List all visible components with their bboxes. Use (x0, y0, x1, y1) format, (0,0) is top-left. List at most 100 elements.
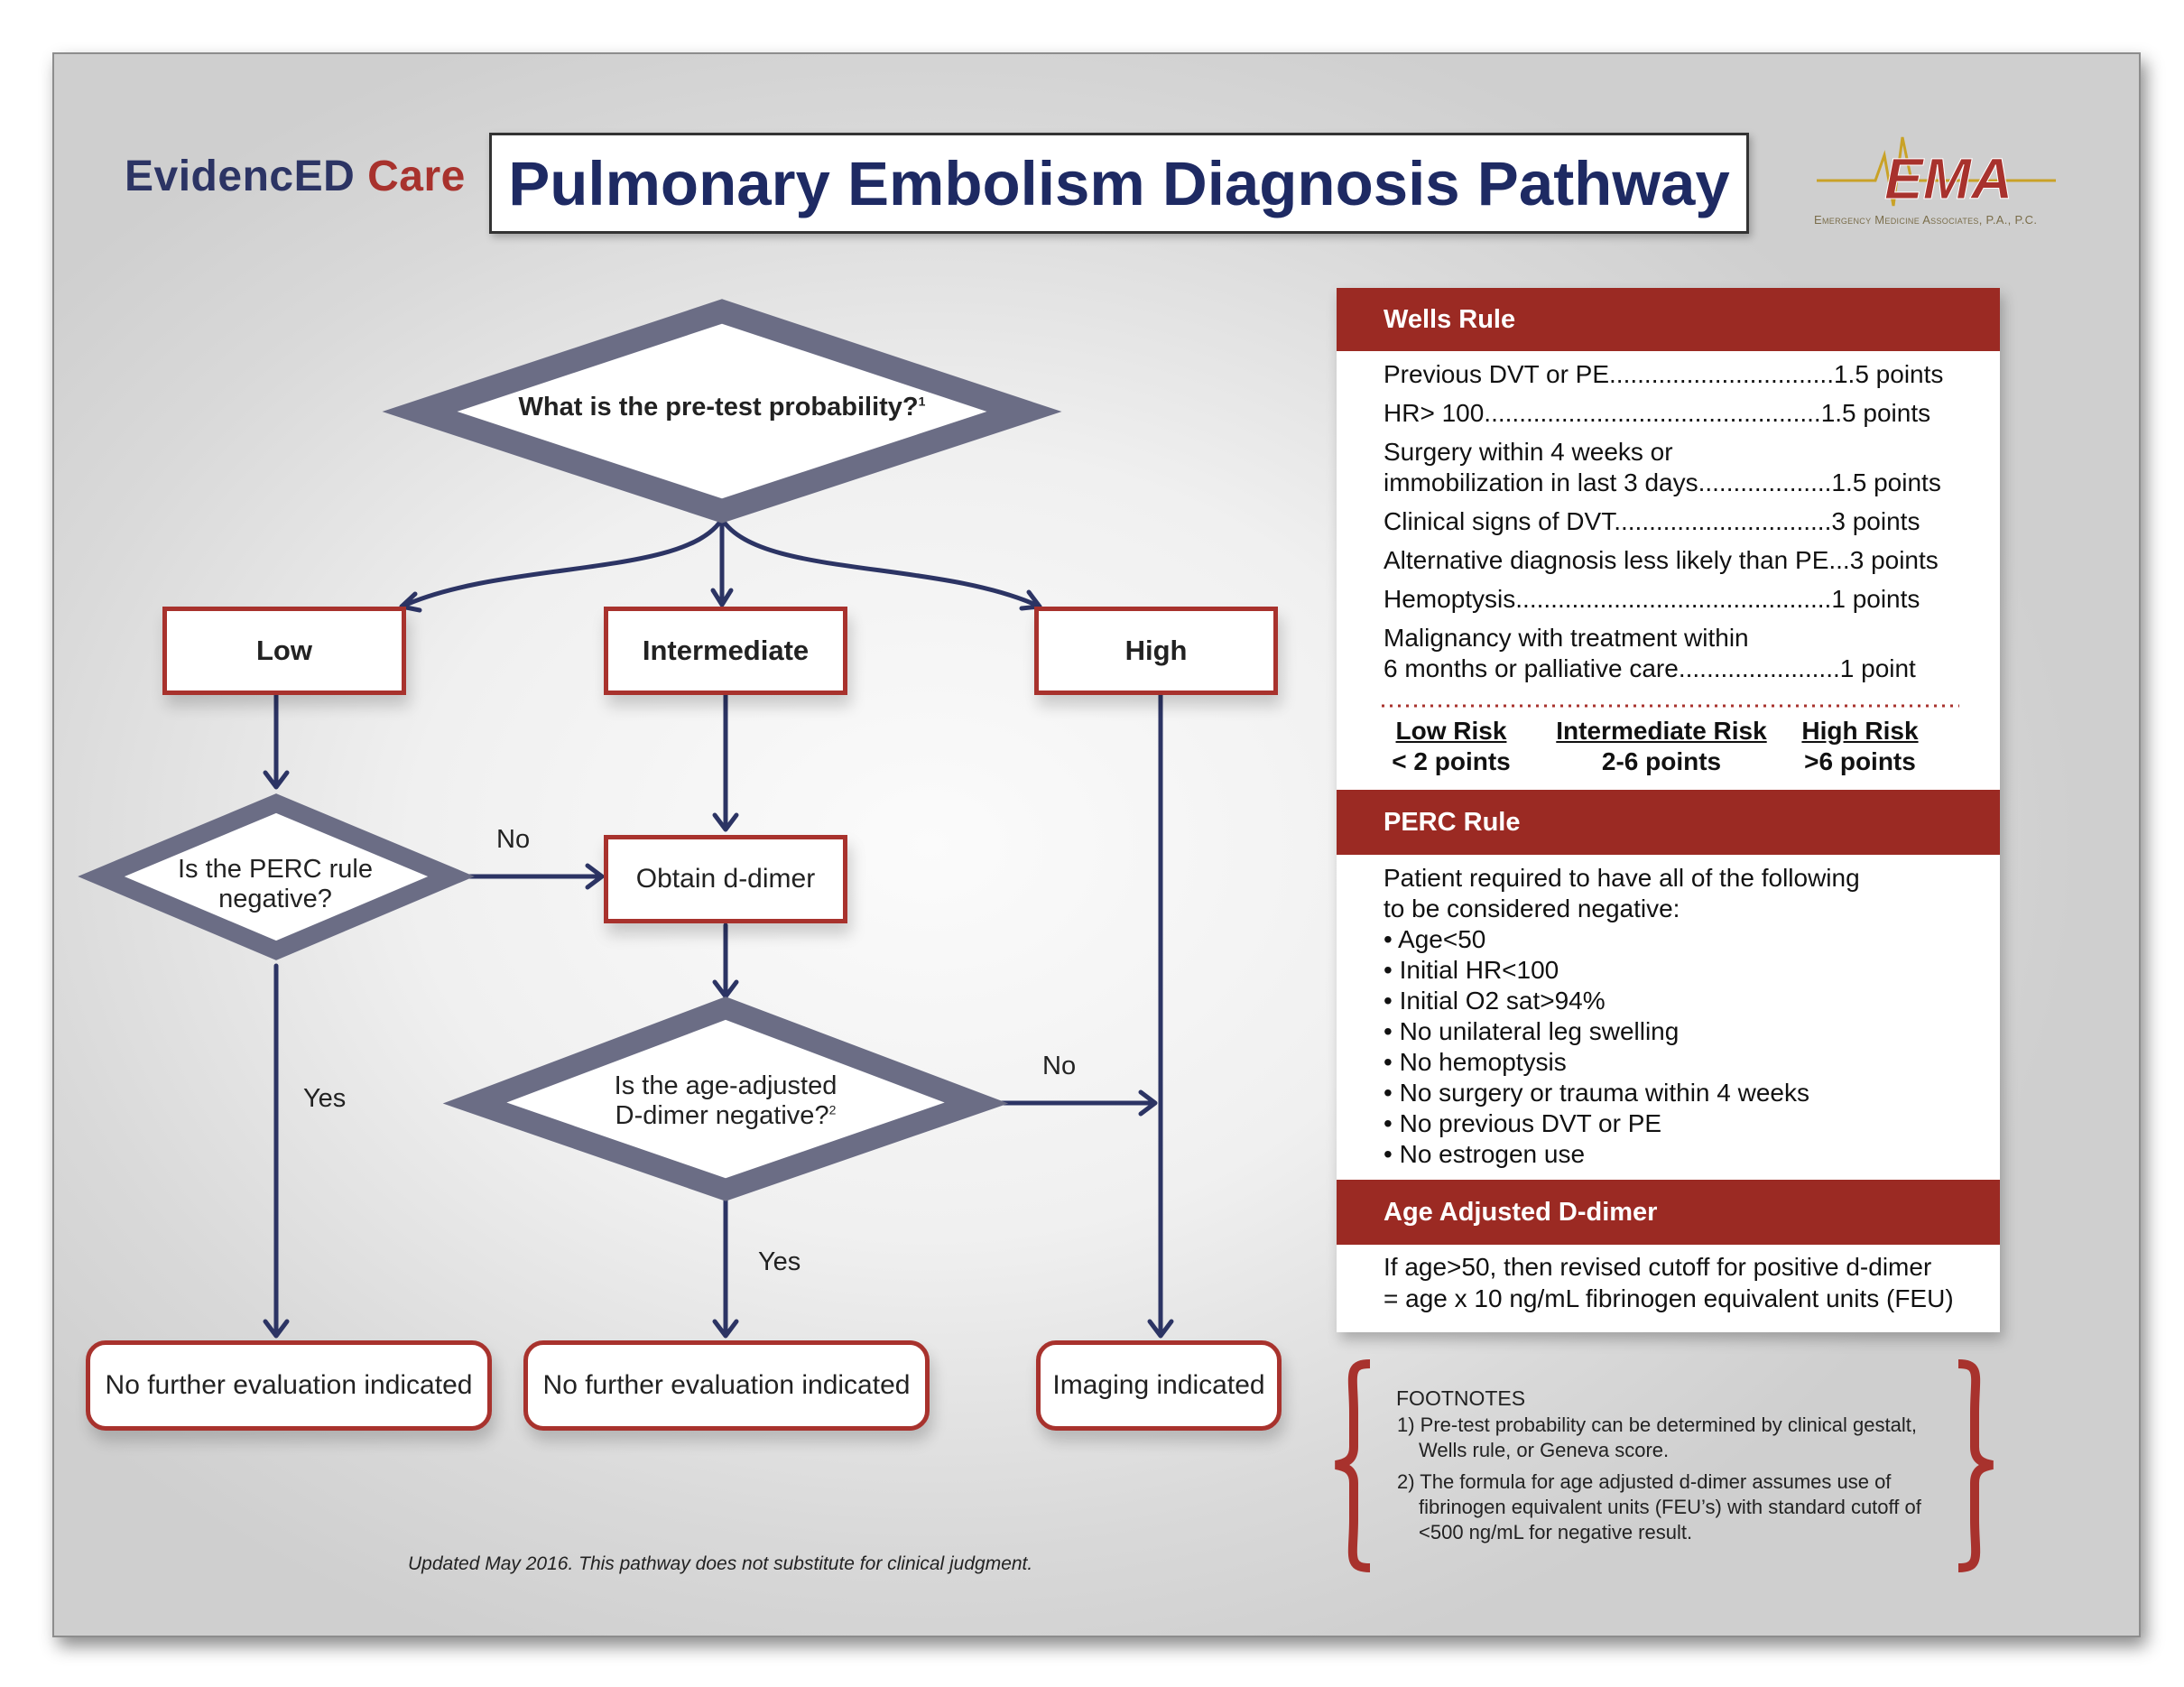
perc-question-line1: Is the PERC rule (178, 855, 373, 884)
perc-criterion: • No previous DVT or PE (1384, 1109, 1661, 1138)
wells-points: 1 point (1839, 654, 1916, 682)
footnote-2-line1: 2) The formula for age adjusted d-dimer … (1397, 1470, 1892, 1493)
age-adjusted-header: Age Adjusted D-dimer (1337, 1180, 2000, 1245)
perc-criterion-text: No surgery or trauma within 4 weeks (1399, 1079, 1809, 1107)
outcome-high: Imaging indicated (1036, 1340, 1282, 1431)
perc-intro-line2: to be considered negative: (1384, 894, 1680, 922)
ema-logo: EMA (1817, 136, 2056, 212)
risk-label: Low Risk (1395, 717, 1507, 745)
wells-leader-dots: ................................ (1609, 360, 1834, 388)
node-intermediate: Intermediate (604, 607, 847, 695)
wells-row: HR> 100.................................… (1384, 399, 1930, 428)
wells-points: 1.5 points (1831, 468, 1941, 496)
bullet-icon: • (1384, 987, 1400, 1015)
arrowhead-outcome-low (263, 1319, 290, 1339)
risk-value: < 2 points (1392, 746, 1511, 775)
disclaimer: Updated May 2016. This pathway does not … (408, 1553, 1033, 1574)
node-obtain-ddimer-label: Obtain d-dimer (635, 864, 816, 894)
arrowhead-obtain-side (585, 863, 605, 890)
ema-subtitle: Emergency Medicine Associates, P.A., P.C… (1814, 213, 2038, 227)
perc-criterion: • No unilateral leg swelling (1384, 1017, 1679, 1046)
wells-leader-dots: ........................................… (1484, 399, 1821, 427)
outcome-low: No further evaluation indicated (86, 1340, 492, 1431)
wells-criterion: Alternative diagnosis less likely than P… (1384, 546, 1829, 574)
bullet-icon: • (1384, 956, 1400, 984)
wells-criterion: Previous DVT or PE (1384, 360, 1610, 388)
age-adjusted-line2: = age x 10 ng/mL fibrinogen equivalent u… (1384, 1284, 1954, 1312)
edge-label-no-ddimer: No (1042, 1052, 1077, 1080)
perc-criterion-text: No hemoptysis (1399, 1048, 1567, 1076)
footnote-1-line1: 1) Pre-test probability can be determine… (1397, 1414, 1917, 1436)
brand-part-1: EvidencED (125, 153, 356, 200)
ddimer-diamond (442, 996, 1009, 1201)
arrowhead-ddimer (712, 979, 739, 999)
perc-question-line2: negative? (218, 884, 332, 913)
perc-criterion-text: Initial O2 sat>94% (1399, 987, 1606, 1015)
reference-panel: Wells Rule Previous DVT or PE...........… (1337, 288, 2000, 1332)
perc-header: PERC Rule (1337, 790, 2000, 855)
wells-leader-dots: ........................................… (1515, 585, 1832, 613)
brand-name: EvidencED Care (125, 152, 466, 201)
wells-criterion: 6 months or palliative care (1384, 654, 1679, 682)
wells-row: 6 months or palliative care.............… (1384, 654, 1916, 683)
ddimer-question-line2: D-dimer negative? (615, 1100, 829, 1130)
wells-row: Surgery within 4 weeks or (1384, 438, 1673, 467)
ema-logo-text: EMA (1884, 146, 2013, 211)
wells-criterion: Clinical signs of DVT (1384, 507, 1615, 535)
outcome-high-label: Imaging indicated (1052, 1370, 1265, 1400)
bullet-icon: • (1384, 1140, 1400, 1168)
perc-criterion-text: Age<50 (1398, 925, 1486, 953)
arrowhead-intermediate (710, 588, 734, 607)
diamonds (78, 299, 1062, 1201)
bullet-icon: • (1384, 1109, 1400, 1137)
outcome-intermediate-label: No further evaluation indicated (542, 1370, 911, 1400)
pretest-diamond (382, 299, 1062, 524)
node-high: High (1034, 607, 1278, 695)
edge-label-yes-ddimer: Yes (758, 1247, 801, 1276)
wells-points: 1 points (1831, 585, 1920, 613)
risk-value: 2-6 points (1601, 746, 1722, 775)
wells-criterion: HR> 100 (1384, 399, 1485, 427)
wells-points: 3 points (1849, 546, 1939, 574)
wells-criterion: Surgery within 4 weeks or (1384, 438, 1673, 466)
bullet-icon: • (1384, 1079, 1400, 1107)
perc-criterion: • No estrogen use (1384, 1140, 1585, 1169)
bullet-icon: • (1384, 1048, 1400, 1076)
perc-criterion: • Age<50 (1384, 925, 1485, 954)
wells-points: 3 points (1831, 507, 1920, 535)
bullet-icon: • (1384, 1017, 1400, 1045)
risk-category: High Risk>6 points (1788, 716, 1932, 776)
edge-to-high (719, 516, 1042, 609)
wells-points: 1.5 points (1820, 399, 1931, 427)
outcome-intermediate: No further evaluation indicated (523, 1340, 930, 1431)
arrowhead-perc (263, 770, 290, 790)
perc-criterion-text: No estrogen use (1399, 1140, 1586, 1168)
edge-to-low (399, 516, 725, 609)
node-intermediate-label: Intermediate (642, 635, 810, 666)
perc-criterion: • No surgery or trauma within 4 weeks (1384, 1079, 1809, 1108)
perc-criterion: • No hemoptysis (1384, 1048, 1567, 1077)
ddimer-question-line1: Is the age-adjusted (614, 1071, 838, 1100)
wells-row: Alternative diagnosis less likely than P… (1384, 546, 1939, 575)
wells-criterion: Malignancy with treatment within (1384, 624, 1749, 652)
risk-category: Low Risk< 2 points (1384, 716, 1519, 776)
perc-criterion-text: No previous DVT or PE (1399, 1109, 1662, 1137)
wells-leader-dots: ....................... (1678, 654, 1840, 682)
footnotes-title: FOOTNOTES (1396, 1386, 1526, 1410)
node-low: Low (162, 607, 406, 695)
wells-criterion: Hemoptysis (1384, 585, 1516, 613)
brand-part-2-text: Care (367, 153, 466, 200)
arrowhead-imaging (1147, 1319, 1174, 1339)
wells-divider (1382, 704, 1959, 708)
perc-criterion-text: Initial HR<100 (1399, 956, 1559, 984)
pretest-question-text: What is the pre-test probability? (518, 393, 919, 422)
wells-leader-dots: ............................... (1614, 507, 1832, 535)
node-low-label: Low (256, 635, 312, 666)
perc-criterion-text: No unilateral leg swelling (1399, 1017, 1680, 1045)
footnote-2-line2: fibrinogen equivalent units (FEU’s) with… (1419, 1496, 1921, 1518)
wells-row: Hemoptysis..............................… (1384, 585, 1920, 614)
footnote-1-line2: Wells rule, or Geneva score. (1419, 1439, 1670, 1461)
